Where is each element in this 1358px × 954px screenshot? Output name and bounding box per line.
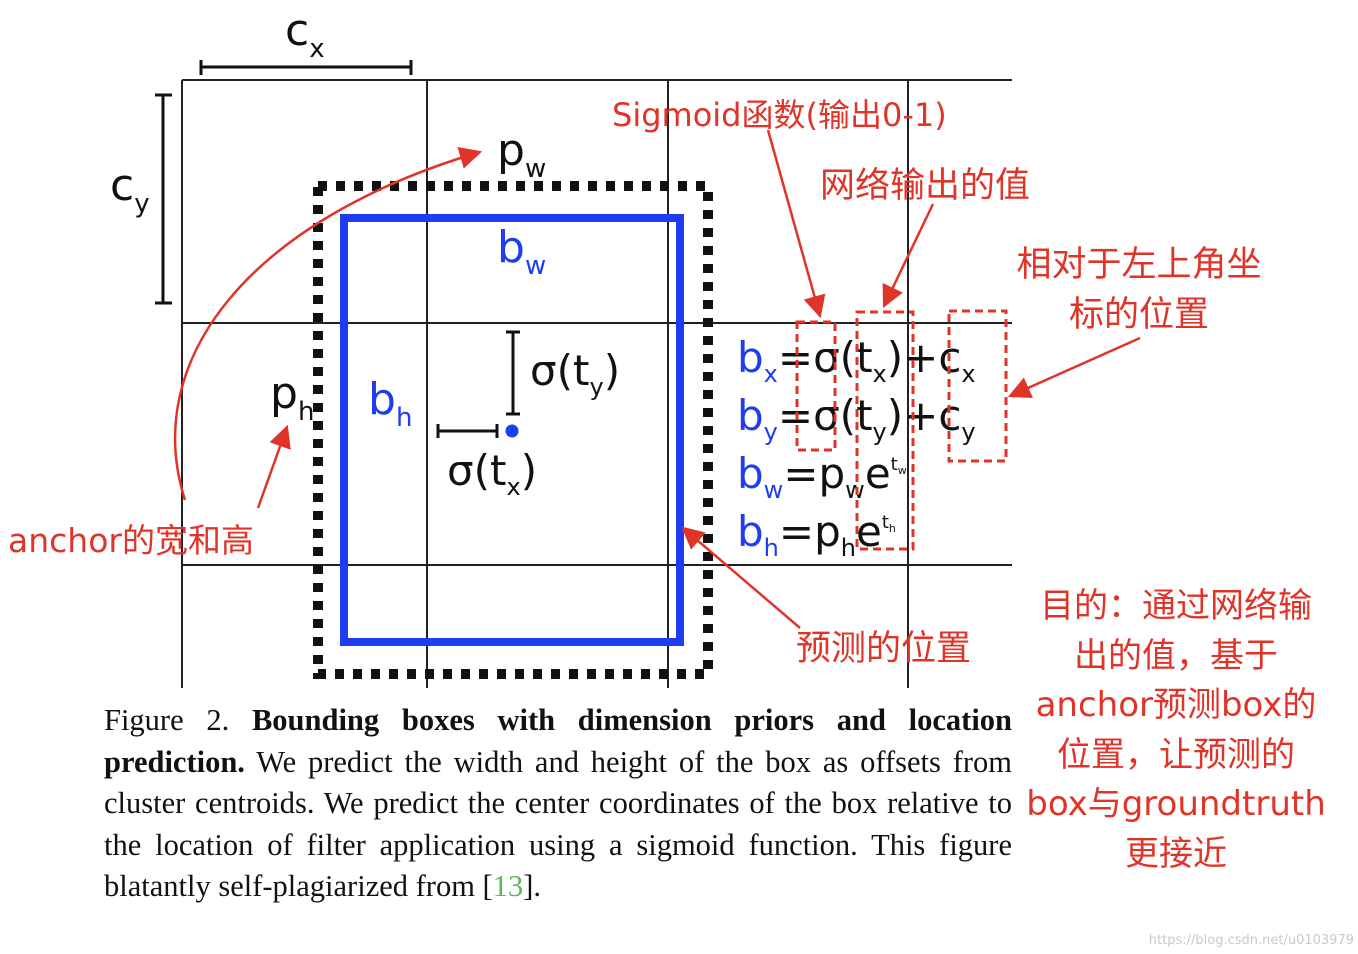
highlight-boxes: [795, 309, 1008, 551]
center-point: [505, 424, 519, 438]
purpose-line-3: anchor预测box的: [1035, 685, 1317, 725]
sigma-tx-bracket: [436, 424, 499, 438]
anchor-prior-box: [313, 181, 713, 679]
relative-line-1: 相对于左上角坐: [1016, 245, 1262, 285]
purpose-annotation: 目的：通过网络输 出的值，基于 anchor预测box的 位置，让预测的 box…: [1020, 582, 1332, 879]
network-output-annotation: 网络输出的值: [820, 166, 1031, 206]
c-highlight-box: [947, 309, 1008, 463]
t-highlight-box: [855, 310, 915, 551]
purpose-line-4: 位置，让预测的: [1057, 734, 1295, 775]
equation-bw: bw=pwetw: [737, 449, 907, 504]
cy-label: cy: [110, 160, 150, 219]
sigma-highlight-box: [795, 320, 837, 452]
anchor-ph-arrow: [256, 424, 291, 509]
citation-link[interactable]: 13: [492, 869, 524, 903]
cx-bracket: [199, 60, 413, 75]
anchor-pw-arrow: [174, 146, 483, 501]
annotation-arrows: [174, 129, 1141, 629]
anchor-annotation: anchor的宽和高: [8, 521, 254, 560]
sigma-ty-bracket: [506, 330, 520, 416]
pw-label: pw: [497, 125, 546, 184]
bw-label: bw: [497, 222, 546, 281]
predicted-box: [340, 214, 684, 646]
network-output-arrow: [882, 203, 935, 309]
sigma-ty-label: σ(ty): [530, 346, 620, 401]
equation-bh: bh=pheth: [737, 507, 896, 562]
ph-label: ph: [270, 368, 314, 427]
sigma-tx-label: σ(tx): [447, 446, 537, 501]
predicted-position-annotation: 预测的位置: [796, 629, 972, 669]
caption-end: ].: [523, 869, 542, 903]
equation-bx: bx=σ(tx)+cx: [737, 333, 976, 388]
purpose-line-2: 出的值，基于: [1074, 635, 1278, 676]
sigmoid-annotation: Sigmoid函数(输出0-1): [612, 96, 947, 134]
bh-label: bh: [368, 374, 412, 433]
figure-caption: Figure 2. Bounding boxes with dimension …: [104, 700, 1012, 908]
relative-line-2: 标的位置: [1068, 295, 1209, 335]
relative-position-arrow: [1007, 336, 1141, 399]
purpose-line-6: 更接近: [1125, 833, 1227, 874]
sigmoid-arrow: [766, 129, 826, 319]
predicted-position-arrow: [681, 526, 801, 629]
caption-bold-title: Bounding boxes with dimension priors and…: [104, 703, 1013, 779]
purpose-line-1: 目的：通过网络输: [1040, 586, 1312, 626]
figure-label: Figure 2.: [104, 703, 230, 737]
cy-bracket: [155, 93, 172, 305]
watermark: https://blog.csdn.net/u0103979: [1148, 933, 1354, 948]
cx-label: cx: [285, 5, 325, 64]
purpose-line-5: box与groundtruth: [1026, 784, 1326, 824]
caption-body: We predict the width and height of the b…: [104, 744, 1012, 904]
relative-position-annotation: 相对于左上角坐 标的位置: [1003, 240, 1275, 340]
